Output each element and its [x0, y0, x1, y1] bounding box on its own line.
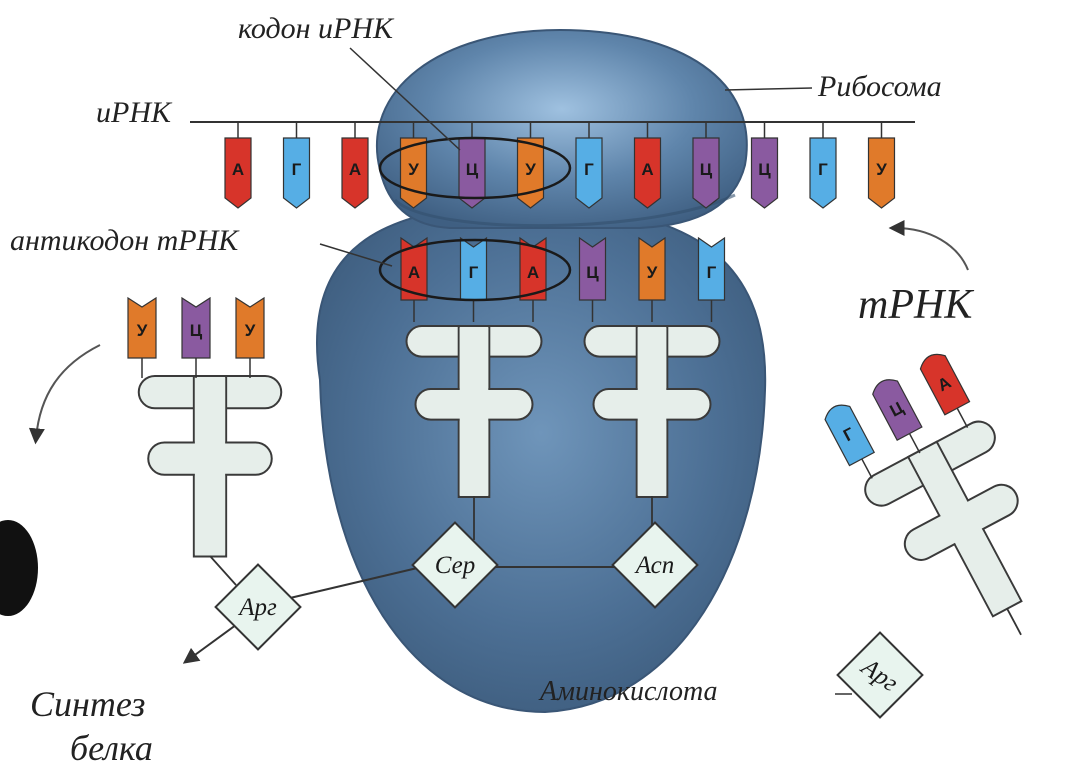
exit-arrow	[36, 345, 100, 438]
ribosome	[317, 30, 765, 712]
trna-arriving	[860, 416, 1071, 642]
nucleotide-letter: Г	[469, 263, 479, 282]
mrna-nucleotide: Г	[284, 122, 310, 208]
nucleotide-letter: Г	[584, 160, 594, 179]
protein-synthesis-label-line2: белка	[70, 730, 153, 766]
arriving-anticodon-nucleotide: Ц	[869, 375, 932, 460]
ribosome-small-subunit	[377, 30, 747, 228]
trna-arriving-group: ГЦА	[822, 346, 1074, 668]
nucleotide-letter: У	[137, 321, 148, 340]
nucleotide-letter: У	[525, 160, 536, 179]
nucleotide-letter: А	[232, 160, 244, 179]
nucleotide-letter: А	[641, 160, 653, 179]
amino-acid-label: Аминокислота	[540, 678, 718, 706]
nucleotide-letter: Г	[707, 263, 717, 282]
mrna-nucleotide: А	[342, 122, 368, 208]
nucleotide-letter: У	[647, 263, 658, 282]
nucleotide-letter: У	[245, 321, 256, 340]
trna-label: тРНК	[858, 284, 972, 326]
leaving-anticodon-nucleotide: У	[128, 298, 156, 378]
trna-leaving	[139, 376, 282, 585]
mrna-nucleotide: Г	[810, 122, 836, 208]
nucleotide-letter: У	[876, 160, 887, 179]
nucleotide-letter: Ц	[466, 160, 479, 179]
trna-anticodon-label: антикодон тРНК	[10, 226, 238, 256]
nucleotide-letter: Ц	[190, 321, 203, 340]
nucleotide-letter: Ц	[586, 263, 599, 282]
amino-acid-asp-label: Асп	[634, 552, 675, 579]
mrna-codon-label: кодон иРНК	[238, 14, 393, 44]
protein-synthesis-label-line1: Синтез	[30, 686, 145, 722]
nucleotide-letter: Г	[818, 160, 828, 179]
mrna-nucleotide: А	[225, 122, 251, 208]
nucleotide-letter: А	[349, 160, 361, 179]
protein-synthesis-arrow	[188, 622, 240, 660]
arriving-anticodon-nucleotide: Г	[822, 400, 885, 485]
leaving-anticodon-nucleotide: Ц	[182, 298, 210, 378]
amino-acid-ser-label: Сер	[435, 552, 475, 579]
mrna-nucleotide: У	[869, 122, 895, 208]
amino-acid-arg-arriving: Арг	[838, 633, 923, 718]
nucleotide-letter: А	[527, 263, 539, 282]
amino-acid-arg-released-label: Арг	[237, 594, 277, 621]
leaving-anticodon-nucleotide: У	[236, 298, 264, 378]
nucleotide-letter: Г	[292, 160, 302, 179]
entry-arrow	[895, 228, 968, 270]
ribosome-label: Рибосома	[818, 72, 942, 102]
nucleotide-letter: А	[408, 263, 420, 282]
mrna-label: иРНК	[96, 98, 171, 128]
nucleotide-letter: Ц	[700, 160, 713, 179]
nucleotide-letter: Ц	[758, 160, 771, 179]
mrna-nucleotide: Ц	[752, 122, 778, 208]
nucleotide-letter: У	[408, 160, 419, 179]
arriving-anticodon-nucleotide: А	[917, 350, 980, 435]
edge-dark-blob	[0, 520, 38, 616]
